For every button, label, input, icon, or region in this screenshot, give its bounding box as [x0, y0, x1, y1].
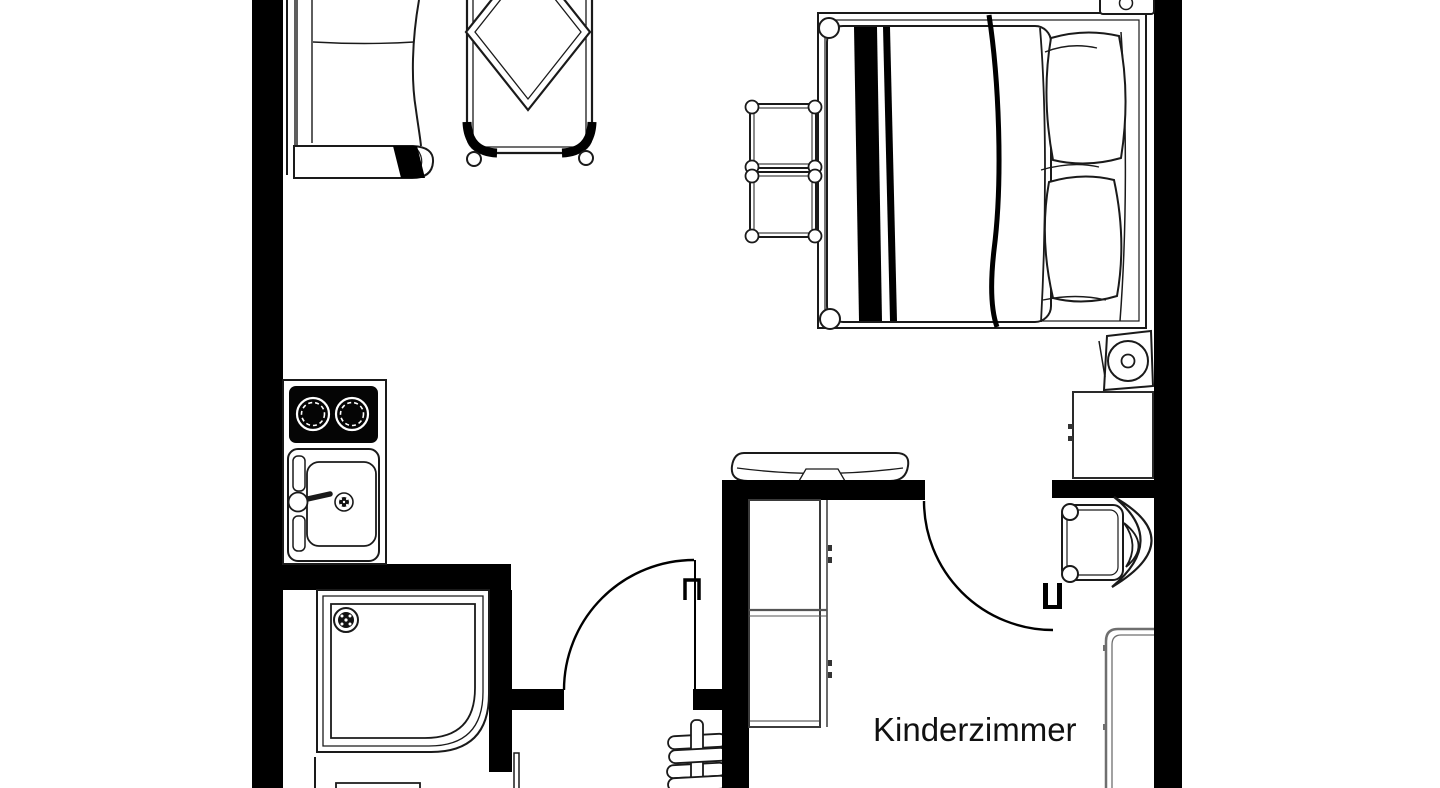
walls [252, 0, 1182, 788]
armchair-with-throw-icon [462, 0, 597, 167]
kitchen-sink-icon [287, 448, 380, 562]
pillow-icon [1045, 31, 1127, 165]
bath-top-wall [283, 564, 511, 590]
round-device-icon [1098, 329, 1155, 392]
entry-wall-left [505, 689, 564, 710]
stove-icon [289, 386, 378, 443]
entry-wall-right [693, 689, 723, 710]
kinder-top-wall-right [1052, 480, 1155, 498]
cabinet-icon [1068, 391, 1154, 479]
side-table-icon [744, 99, 823, 175]
entrance-door-icon [562, 558, 701, 691]
pillow-icon [1043, 175, 1123, 303]
double-bed-icon [817, 12, 1147, 330]
left-wall [252, 0, 283, 788]
sofa-icon [286, 0, 435, 179]
wardrobe-icon [748, 499, 832, 728]
hall-kinder-wall [722, 480, 749, 788]
bath-right-wall [489, 590, 512, 772]
side-table-icon [744, 168, 823, 244]
room-label-kinderzimmer: Kinderzimmer [873, 711, 1077, 748]
desk-chair-icon [1061, 496, 1153, 588]
child-bed-icon [1103, 627, 1154, 788]
shower-icon [316, 589, 490, 753]
kinder-top-wall-left [749, 480, 925, 500]
wall-fixture-icon [1099, 0, 1155, 15]
bath-door-frame [513, 752, 520, 788]
console-table-icon [730, 452, 910, 482]
kitchen-block [282, 379, 387, 565]
right-wall [1154, 0, 1182, 788]
kinderzimmer-door-icon [922, 500, 1062, 632]
vanity-icon [314, 757, 421, 788]
